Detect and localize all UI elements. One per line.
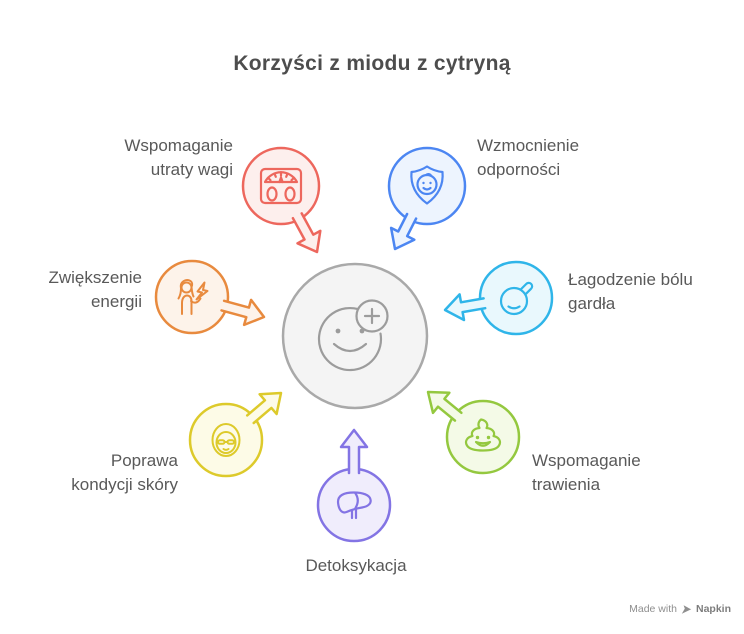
smiley-plus-icon — [317, 299, 389, 372]
spoke-digestion — [426, 390, 521, 475]
spoke-energy — [154, 259, 266, 335]
label-skin: Poprawa kondycji skóry — [71, 449, 178, 497]
label-immunity: Wzmocnienie odporności — [477, 134, 579, 182]
napkin-pen-icon — [681, 604, 692, 614]
center-circle-group — [281, 262, 429, 410]
label-line: trawienia — [532, 475, 601, 494]
spa-face-icon — [211, 423, 241, 457]
label-line: utraty wagi — [150, 160, 233, 179]
weight-scale-icon — [259, 167, 303, 205]
label-line: Łagodzenie bólu — [568, 270, 693, 289]
label-line: Poprawa — [110, 451, 178, 470]
spoke-immunity — [387, 146, 467, 251]
label-line: kondycji skóry — [71, 475, 178, 494]
label-energy: Zwiększenie energii — [48, 266, 142, 314]
watermark-prefix: Made with — [629, 603, 677, 615]
label-digestion: Wspomaganie trawienia — [532, 449, 641, 497]
digestion-bubble — [445, 399, 521, 475]
watermark-brand: Napkin — [695, 603, 731, 615]
label-detox: Detoksykacja — [256, 554, 456, 578]
label-line: Detoksykacja — [305, 556, 407, 575]
energy-arrow — [220, 298, 266, 327]
liver-icon — [336, 491, 372, 520]
immunity-arrow — [389, 212, 418, 251]
label-sore-throat: Łagodzenie bólu gardła — [568, 268, 693, 316]
watermark: Made with Napkin — [629, 603, 731, 615]
sore-throat-bubble — [478, 260, 554, 336]
spoke-sore-throat — [443, 260, 554, 336]
label-line: gardła — [568, 294, 616, 313]
sore-throat-arrow — [443, 293, 487, 322]
label-line: Wzmocnienie — [477, 136, 580, 155]
poop-icon — [464, 418, 502, 452]
spoke-skin — [188, 391, 283, 478]
spoke-weight-loss — [241, 146, 322, 254]
skin-bubble — [188, 402, 264, 478]
label-line: Zwiększenie — [48, 268, 142, 287]
energy-person-icon — [177, 279, 209, 315]
label-line: odporności — [477, 160, 561, 179]
skin-arrow — [245, 391, 283, 425]
immunity-bubble — [387, 146, 467, 226]
digestion-arrow — [426, 390, 463, 422]
gargling-head-icon — [499, 281, 534, 316]
shield-face-icon — [410, 165, 444, 205]
spoke-detox — [316, 428, 392, 543]
energy-bubble — [154, 259, 230, 335]
weight-loss-bubble — [241, 146, 321, 226]
weight-loss-arrow — [291, 212, 322, 254]
center-circle — [281, 262, 429, 410]
label-line: Wspomaganie — [532, 451, 641, 470]
label-weight-loss: Wspomaganie utraty wagi — [124, 134, 233, 182]
detox-arrow — [339, 428, 369, 475]
label-line: Wspomaganie — [124, 136, 233, 155]
label-line: energii — [90, 292, 142, 311]
page-title: Korzyści z miodu z cytryną — [233, 52, 511, 75]
detox-bubble — [316, 467, 392, 543]
